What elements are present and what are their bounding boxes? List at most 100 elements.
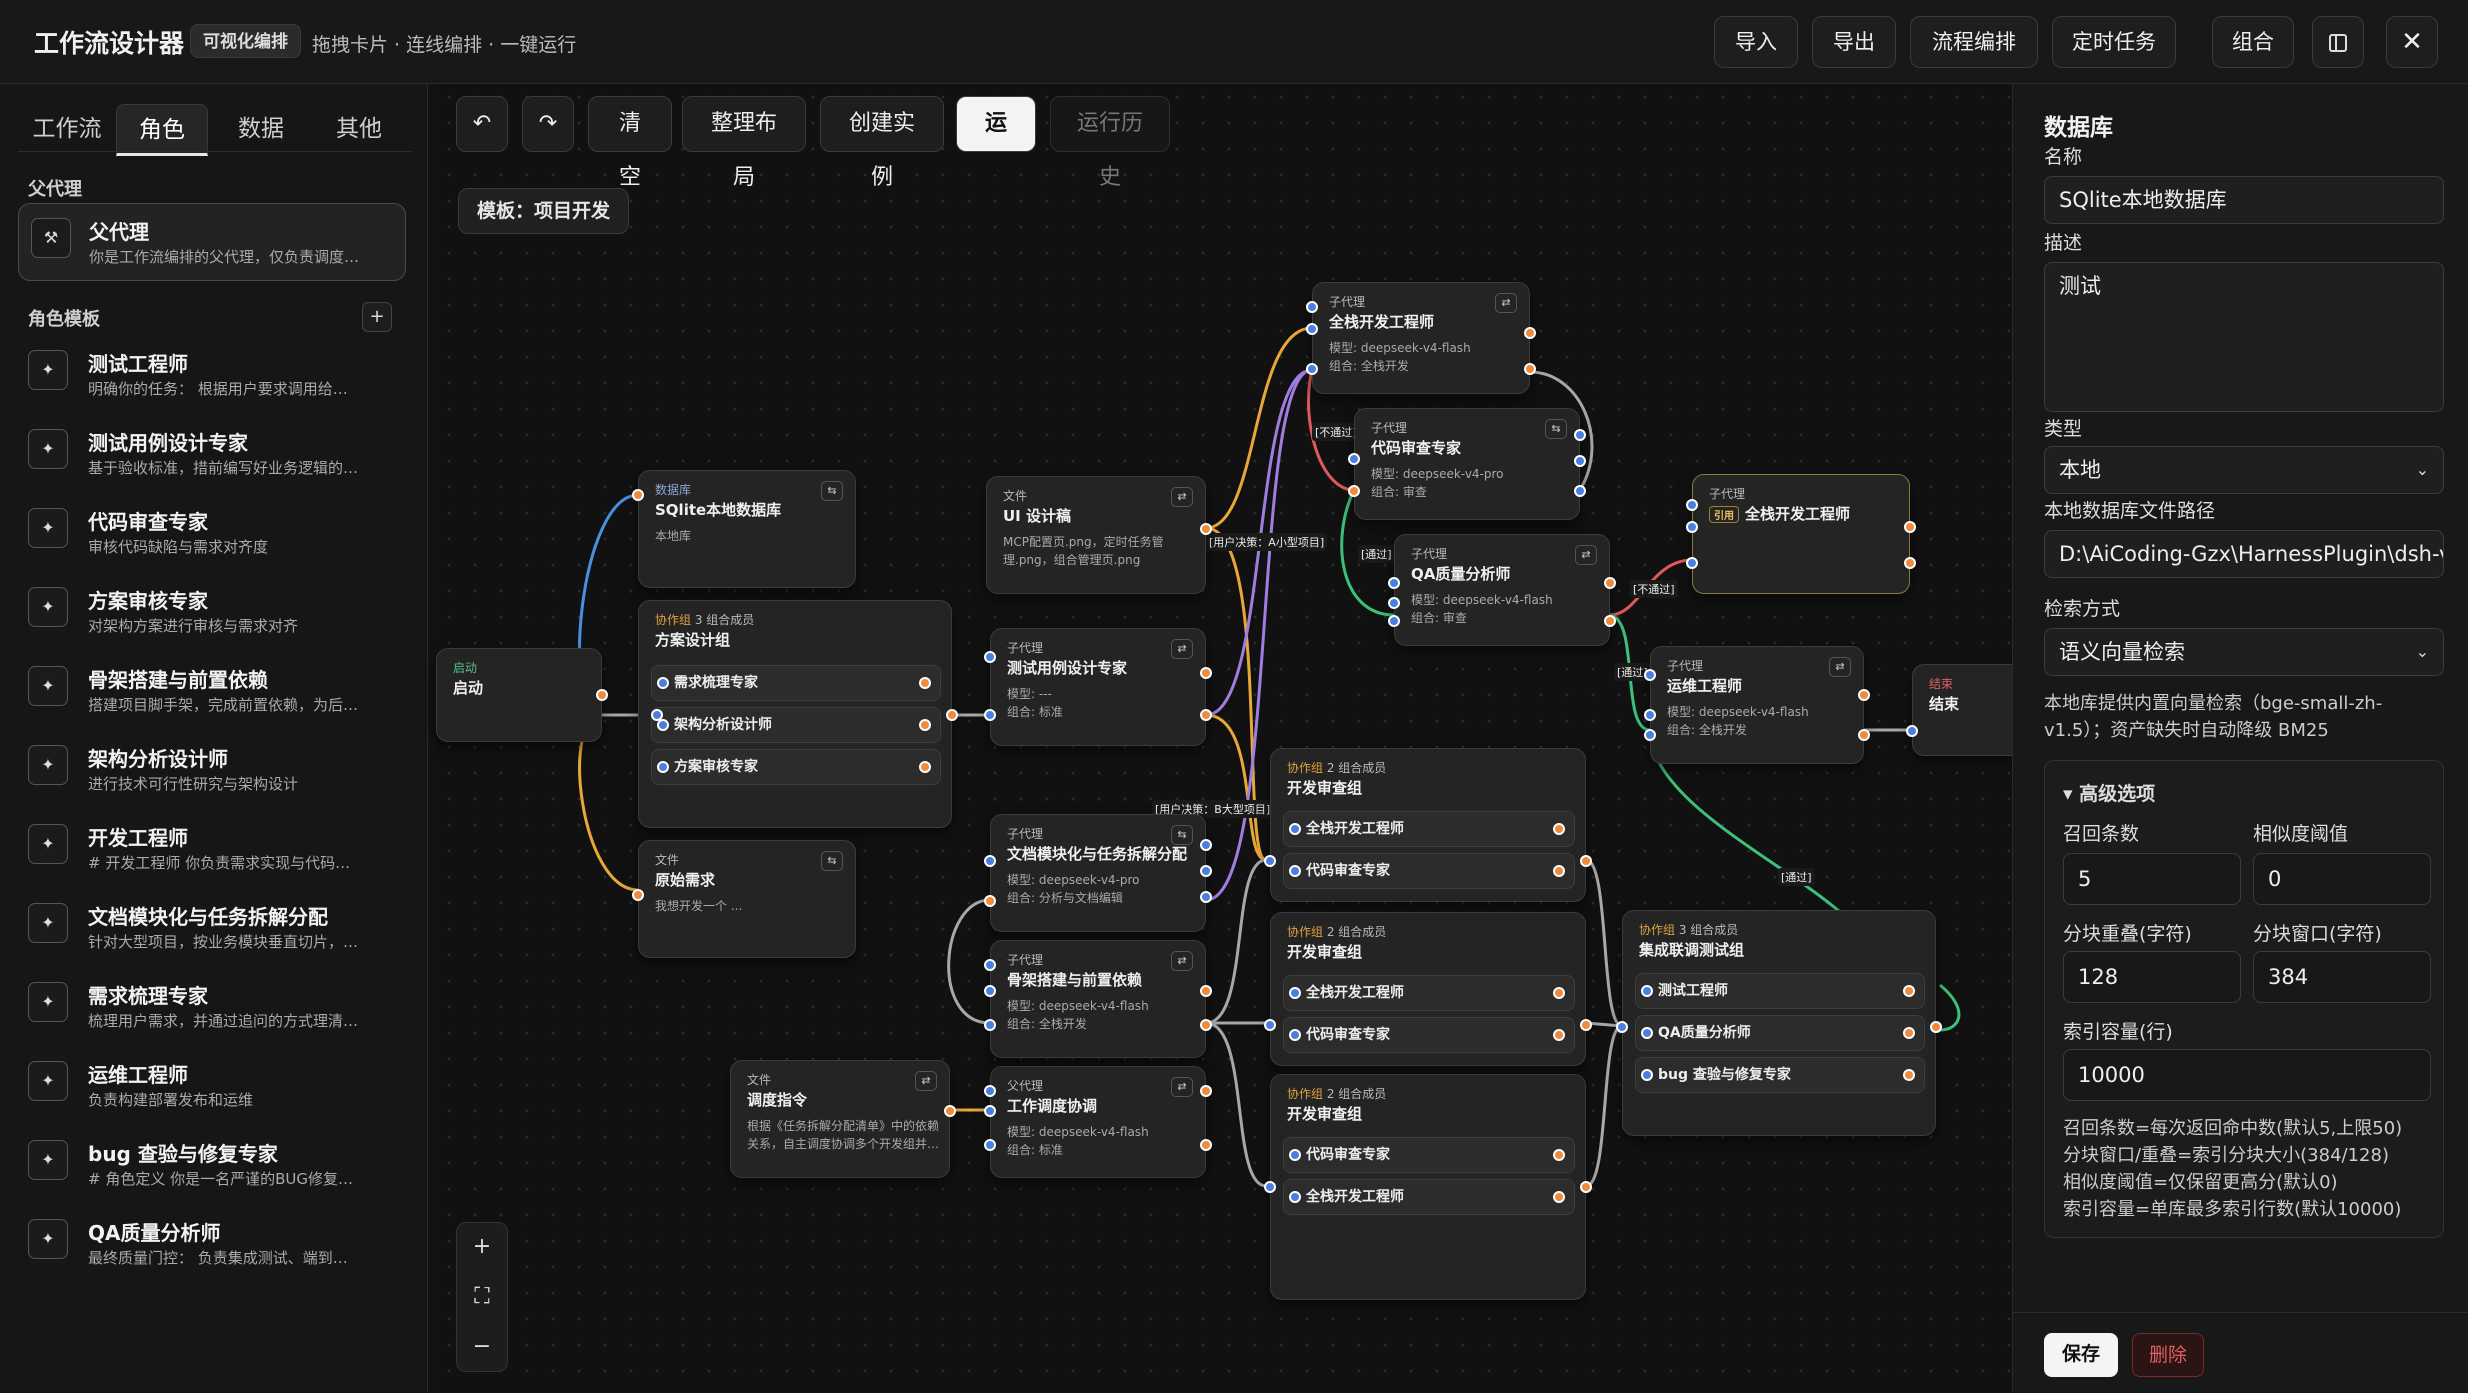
link-icon[interactable]: ⇄ xyxy=(1171,1077,1193,1097)
output-port[interactable] xyxy=(1903,985,1915,997)
input-port[interactable] xyxy=(657,677,669,689)
threshold-input[interactable]: 0 xyxy=(2253,853,2431,905)
input-port[interactable] xyxy=(1906,725,1918,737)
import-button[interactable]: 导入 xyxy=(1714,16,1798,68)
parent-agent-card[interactable]: ⚒ 父代理 你是工作流编排的父代理，仅负责调度… xyxy=(18,203,406,281)
input-port[interactable] xyxy=(984,1019,996,1031)
group-member[interactable]: 全栈开发工程师 xyxy=(1283,1179,1575,1215)
output-port[interactable] xyxy=(1903,1027,1915,1039)
link-icon[interactable]: ⇄ xyxy=(1495,293,1517,313)
group-member[interactable]: 代码审查专家 xyxy=(1283,1017,1575,1053)
role-item[interactable]: ✦QA质量分析师最终质量门控： 负责集成测试、端到… xyxy=(18,1209,406,1277)
output-port[interactable] xyxy=(1553,1029,1565,1041)
input-port[interactable] xyxy=(1686,499,1698,511)
subagent-node[interactable]: 子代理 测试用例设计专家 模型: --- 组合: 标准 ⇄ xyxy=(984,628,1212,746)
input-port[interactable] xyxy=(1289,865,1301,877)
export-button[interactable]: 导出 xyxy=(1812,16,1896,68)
window-input[interactable]: 384 xyxy=(2253,951,2431,1003)
group-member[interactable]: QA质量分析师 xyxy=(1635,1015,1925,1051)
auto-layout-button[interactable]: 整理布局 xyxy=(682,96,806,190)
subagent-node[interactable]: 子代理 全栈开发工程师 模型: deepseek-v4-flash 组合: 全栈… xyxy=(1306,282,1536,394)
input-port[interactable] xyxy=(1574,429,1586,441)
input-port[interactable] xyxy=(984,855,996,867)
name-input[interactable]: SQlite本地数据库 xyxy=(2044,176,2444,224)
role-item[interactable]: ✦文档模块化与任务拆解分配针对大型项目，按业务模块垂直切片，… xyxy=(18,893,406,961)
swap-icon[interactable]: ⇆ xyxy=(1171,825,1193,845)
input-port[interactable] xyxy=(1289,1149,1301,1161)
input-port[interactable] xyxy=(1200,865,1212,877)
group-member[interactable]: 架构分析设计师 xyxy=(651,707,941,743)
output-port[interactable] xyxy=(1200,1019,1212,1031)
subagent-node[interactable]: 子代理 骨架搭建与前置依赖 模型: deepseek-v4-flash 组合: … xyxy=(984,940,1212,1058)
input-port[interactable] xyxy=(657,761,669,773)
input-port[interactable] xyxy=(1289,987,1301,999)
file-node[interactable]: 文件 UI 设计稿 MCP配置页.png，定时任务管 理.png，组合管理页.p… xyxy=(986,476,1212,594)
swap-icon[interactable]: ⇆ xyxy=(1545,419,1567,439)
output-port[interactable] xyxy=(1348,485,1360,497)
input-port[interactable] xyxy=(1200,839,1212,851)
file-node[interactable]: 文件 调度指令 根据《任务拆解分配清单》中的依赖 关系，自主调度协调多个开发组并… xyxy=(730,1060,956,1178)
output-port[interactable] xyxy=(1524,363,1536,375)
output-port[interactable] xyxy=(1200,667,1212,679)
capacity-input[interactable]: 10000 xyxy=(2063,1049,2431,1101)
input-port[interactable] xyxy=(1686,557,1698,569)
role-item[interactable]: ✦测试用例设计专家基于验收标准，措前编写好业务逻辑的… xyxy=(18,419,406,487)
fit-view-icon[interactable]: ⛶ xyxy=(474,1284,490,1309)
input-port[interactable] xyxy=(984,1139,996,1151)
role-item[interactable]: ✦代码审查专家审核代码缺陷与需求对齐度 xyxy=(18,498,406,566)
input-port[interactable] xyxy=(651,709,663,721)
group-member[interactable]: 代码审查专家 xyxy=(1283,1137,1575,1173)
run-history-button[interactable]: 运行历史 xyxy=(1050,96,1170,190)
group-member[interactable]: bug 查验与修复专家 xyxy=(1635,1057,1925,1093)
subagent-node[interactable]: 子代理 代码审查专家 模型: deepseek-v4-pro 组合: 审查 ⇆ xyxy=(1348,408,1586,520)
output-port[interactable] xyxy=(1903,1069,1915,1081)
database-node[interactable]: 数据库 SQlite本地数据库 本地库 ⇆ xyxy=(632,470,856,588)
input-port[interactable] xyxy=(1289,1029,1301,1041)
parent-agent-node[interactable]: 父代理 工作调度协调 模型: deepseek-v4-flash 组合: 标准 … xyxy=(984,1066,1212,1178)
redo-icon[interactable]: ↷ xyxy=(522,96,574,152)
output-port[interactable] xyxy=(1524,327,1536,339)
orchestrate-dropdown[interactable]: 流程编排▾ xyxy=(1910,16,2038,102)
type-select[interactable]: 本地⌄ xyxy=(2044,446,2444,494)
input-port[interactable] xyxy=(1388,577,1400,589)
output-port[interactable] xyxy=(1200,709,1212,721)
tab-workflow[interactable]: 工作流 xyxy=(32,116,102,142)
output-port[interactable] xyxy=(1200,1139,1212,1151)
role-item[interactable]: ✦需求梳理专家梳理用户需求，并通过追问的方式理清… xyxy=(18,972,406,1040)
tab-other[interactable]: 其他 xyxy=(336,116,382,142)
input-port[interactable] xyxy=(1641,1069,1653,1081)
link-icon[interactable]: ⇄ xyxy=(1171,639,1193,659)
output-port[interactable] xyxy=(1858,689,1870,701)
input-port[interactable] xyxy=(1644,669,1656,681)
role-item[interactable]: ✦骨架搭建与前置依赖搭建项目脚手架，完成前置依赖，为后… xyxy=(18,656,406,724)
output-port[interactable] xyxy=(919,761,931,773)
input-port[interactable] xyxy=(1306,301,1318,313)
input-port[interactable] xyxy=(984,651,996,663)
run-button[interactable]: 运行 xyxy=(956,96,1036,190)
output-port[interactable] xyxy=(1553,865,1565,877)
input-port[interactable] xyxy=(1616,1021,1628,1033)
collab-group-node[interactable]: 协作组 2 组合成员 开发审查组 全栈开发工程师 代码审查专家 xyxy=(1264,912,1592,1066)
file-node[interactable]: 文件 原始需求 我想开发一个 ... ⇆ xyxy=(632,840,856,958)
input-port[interactable] xyxy=(1306,323,1318,335)
input-port[interactable] xyxy=(984,959,996,971)
link-icon[interactable]: ⇄ xyxy=(1829,657,1851,677)
subagent-node[interactable]: 子代理 QA质量分析师 模型: deepseek-v4-flash 组合: 审查… xyxy=(1388,534,1616,646)
swap-icon[interactable]: ⇆ xyxy=(821,481,843,501)
input-port[interactable] xyxy=(1574,485,1586,497)
group-member[interactable]: 全栈开发工程师 xyxy=(1283,811,1575,847)
output-port[interactable] xyxy=(1858,729,1870,741)
subagent-node[interactable]: 子代理 文档模块化与任务拆解分配 模型: deepseek-v4-pro 组合:… xyxy=(984,814,1212,932)
output-port[interactable] xyxy=(632,889,644,901)
clear-button[interactable]: 清空 xyxy=(588,96,672,190)
subagent-node[interactable]: 子代理 运维工程师 模型: deepseek-v4-flash 组合: 全栈开发… xyxy=(1644,646,1870,764)
input-port[interactable] xyxy=(984,1105,996,1117)
output-port[interactable] xyxy=(1553,987,1565,999)
role-item[interactable]: ✦架构分析设计师进行技术可行性研究与架构设计 xyxy=(18,735,406,803)
group-member[interactable]: 需求梳理专家 xyxy=(651,665,941,701)
input-port[interactable] xyxy=(1264,855,1276,867)
combo-button[interactable]: 组合 xyxy=(2212,16,2294,68)
input-port[interactable] xyxy=(1641,1027,1653,1039)
input-port[interactable] xyxy=(1641,985,1653,997)
input-port[interactable] xyxy=(984,985,996,997)
